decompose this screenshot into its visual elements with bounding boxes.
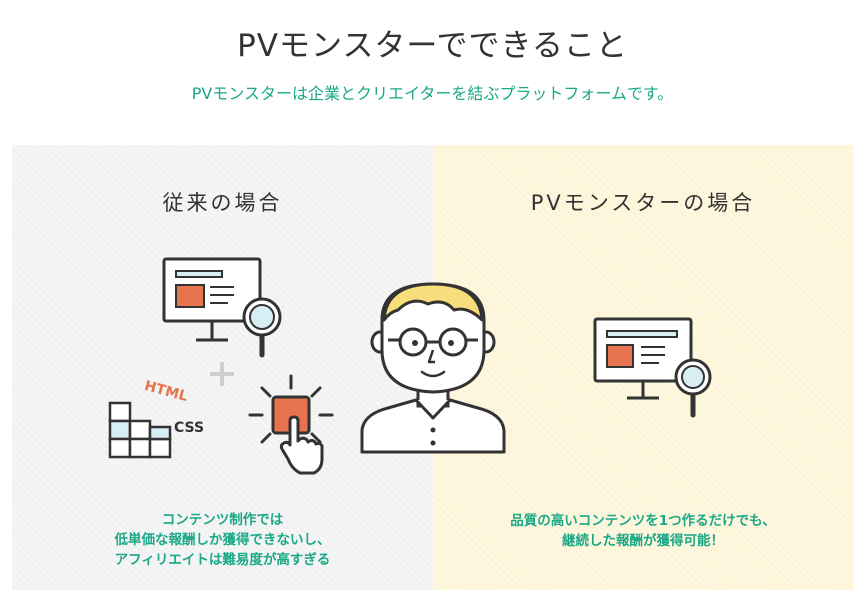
monitor-icon (162, 257, 262, 342)
caption-line: 継続した報酬が獲得可能！ (562, 533, 724, 549)
caption-line: アフィリエイトは難易度が高すぎる (114, 552, 331, 568)
page-subtitle: PVモンスターは企業とクリエイターを結ぶプラットフォームです。 (191, 84, 674, 103)
person-icon (360, 282, 506, 454)
pvmonster-case-heading: PVモンスターの場合 (530, 191, 756, 215)
pointing-hand-icon (279, 415, 324, 475)
monitor-icon (593, 317, 693, 400)
pvmonster-case-panel: PVモンスターの場合 品質の高いコンテンツを1つ作るだけでも、 継続した報酬が獲… (433, 145, 853, 590)
magnifier-icon (674, 358, 712, 418)
page-title: PVモンスターでできること (237, 28, 628, 64)
magnifier-icon (242, 297, 282, 358)
caption-line: 低単価な報酬しか獲得できないし、 (114, 532, 331, 548)
css-label: CSS (174, 420, 204, 436)
traditional-case-panel: 従来の場合 HTML CSS (12, 145, 433, 590)
plus-icon (210, 362, 234, 386)
caption-line: コンテンツ制作では (161, 512, 284, 528)
traditional-case-heading: 従来の場合 (162, 191, 283, 215)
caption-line: 品質の高いコンテンツを1つ作るだけでも、 (510, 513, 776, 529)
html-label: HTML (143, 378, 190, 405)
traditional-case-caption: コンテンツ制作では 低単価な報酬しか獲得できないし、 アフィリエイトは難易度が高… (12, 510, 433, 570)
pvmonster-case-caption: 品質の高いコンテンツを1つ作るだけでも、 継続した報酬が獲得可能！ (433, 511, 853, 551)
code-blocks-icon: HTML CSS (108, 378, 204, 459)
